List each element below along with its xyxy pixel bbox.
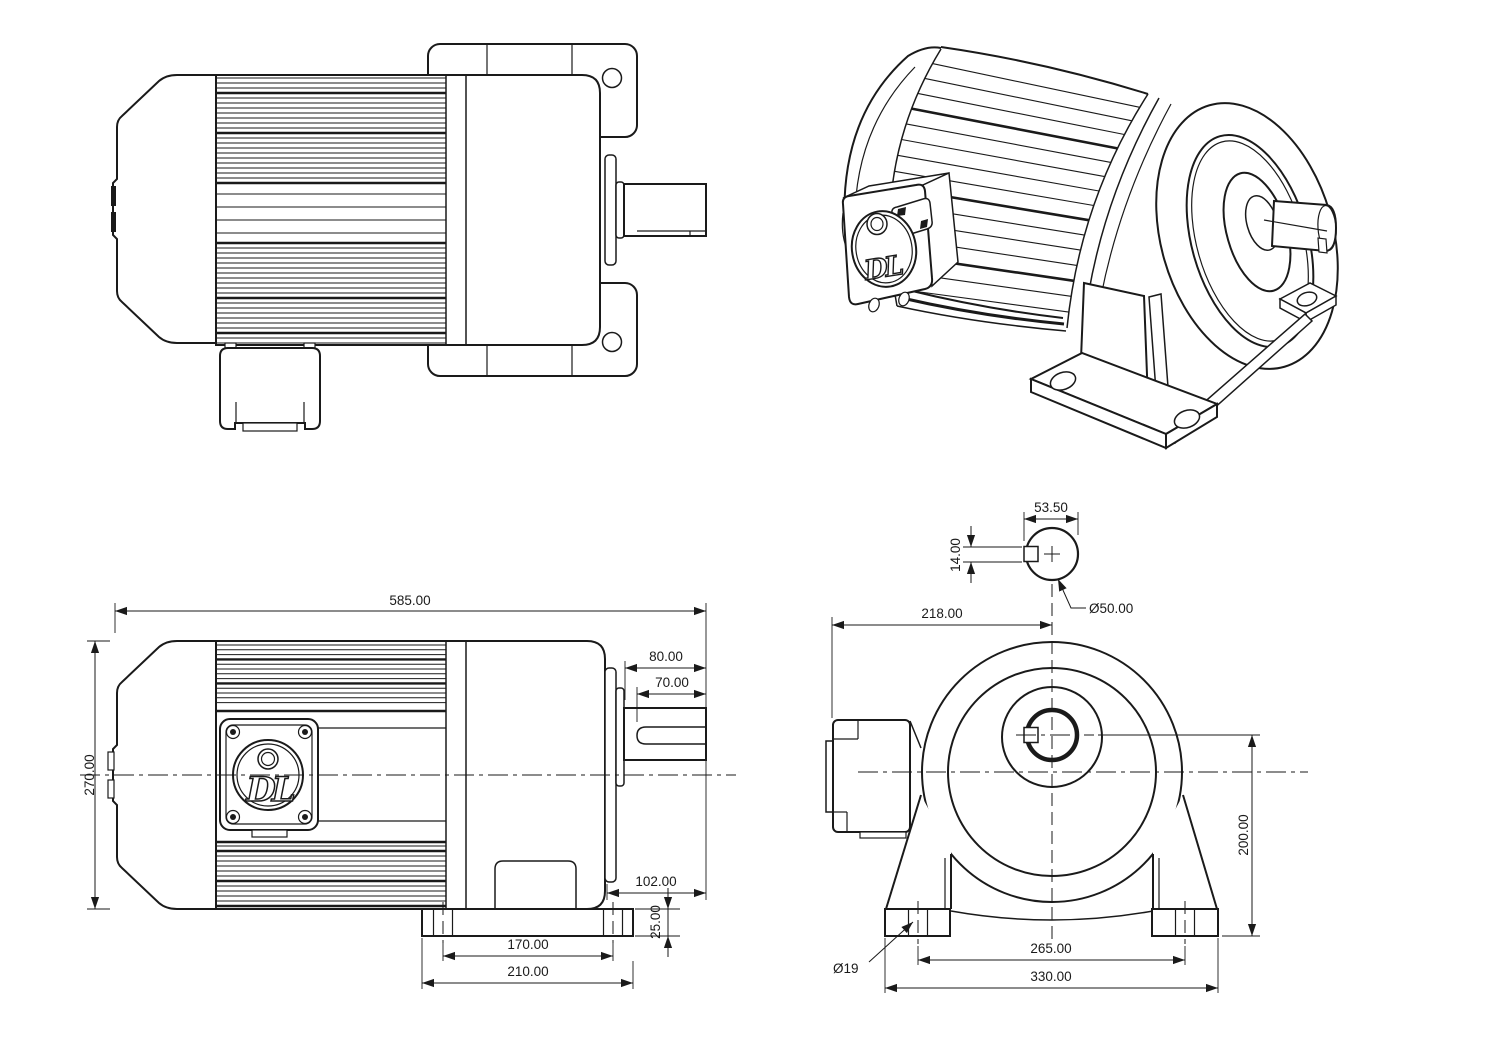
front-end-view: 53.50 14.00 Ø50.00 218.00 200.00 265.00 … [825,500,1308,993]
dim-overall-height: 270.00 [82,754,97,795]
dim-overall-length: 585.00 [389,593,430,608]
top-plan-view [111,43,707,432]
dim-foot-thickness: 25.00 [648,905,663,939]
dim-box-to-axis: 218.00 [921,606,962,621]
dim-base-hole-spacing: 265.00 [1030,941,1071,956]
dim-foot-hole-spacing: 170.00 [507,937,548,952]
isometric-view: DL [841,46,1339,450]
dim-shaft-length: 80.00 [649,649,683,664]
dim-base-hole-diameter: Ø19 [833,961,859,976]
dim-axis-height: 200.00 [1236,814,1251,855]
dim-base-width: 330.00 [1030,969,1071,984]
dim-shaft-diameter: Ø50.00 [1089,601,1133,616]
dim-shaft-usable-length: 70.00 [655,675,689,690]
dim-key-detail-width: 53.50 [1034,500,1068,515]
dim-foot-length: 210.00 [507,964,548,979]
side-elevation-view: DL 585.00 270.00 80.00 70.00 102.00 25.0… [80,593,736,989]
dim-key-detail-height: 14.00 [948,538,963,572]
dl-logo-iso: DL [861,250,905,287]
dim-face-to-shaft-tip: 102.00 [635,874,676,889]
dl-logo-side: DL [245,770,293,810]
